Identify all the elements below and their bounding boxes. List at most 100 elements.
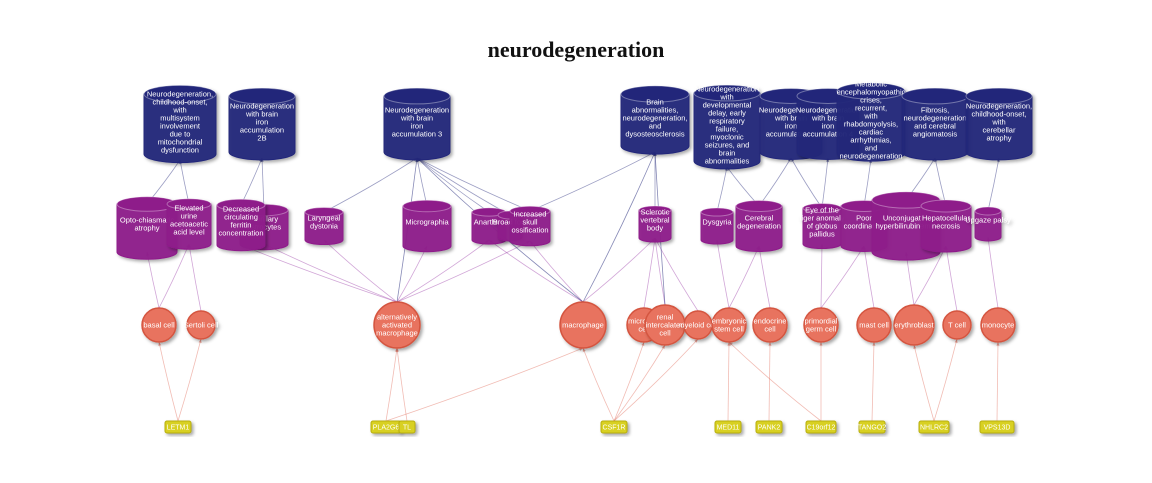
edge-arrow	[661, 345, 665, 349]
cell-node[interactable]: basal cell	[141, 307, 177, 343]
cell-label: basal cell	[143, 321, 175, 330]
phenotype-node[interactable]: Dysgyria	[700, 207, 734, 245]
phenotype-label: Dysgyria	[702, 218, 732, 227]
gene-node[interactable]: TANGO2	[858, 420, 886, 434]
gene-label: VPS13D	[984, 425, 1011, 432]
edge-arrow	[158, 342, 162, 346]
gene-label: NHLRC2	[920, 425, 948, 432]
edge	[385, 347, 398, 422]
graph-title: neurodegeneration	[487, 37, 665, 62]
edge-arrow	[395, 348, 399, 352]
edge	[758, 245, 771, 309]
edge-arrow	[641, 342, 645, 346]
gene-label: PLA2G6	[373, 425, 400, 432]
edge	[716, 166, 728, 213]
gene-node[interactable]: CSF1R	[600, 420, 628, 434]
cell-node[interactable]: macrophage	[559, 301, 607, 349]
cell-label: T cell	[948, 321, 966, 330]
gene-node[interactable]: NHLRC2	[918, 420, 950, 434]
cell-label: macrophage	[562, 321, 604, 330]
edge	[416, 157, 490, 213]
edge	[416, 157, 531, 212]
edge	[913, 344, 935, 422]
edge	[396, 347, 408, 422]
gene-label: MED11	[717, 425, 740, 432]
cell-label: erythroblast	[894, 321, 934, 330]
edge	[529, 151, 656, 212]
edge-arrow	[694, 339, 698, 343]
edge	[996, 341, 999, 422]
cell-node[interactable]: monocyte	[980, 307, 1016, 343]
gene-label: PANK2	[758, 425, 781, 432]
edge	[987, 157, 1000, 212]
edge	[654, 237, 666, 306]
cell-node[interactable]: mast cell	[856, 307, 892, 343]
gene-node[interactable]: TL	[398, 420, 416, 434]
edge	[529, 240, 584, 303]
edge	[790, 157, 823, 209]
cell-node[interactable]: T cell	[942, 310, 972, 340]
edge-layer	[146, 151, 1000, 422]
cell-node[interactable]: myeloid cell	[678, 310, 718, 340]
edge	[582, 151, 656, 303]
gene-node[interactable]: C19orf12	[805, 420, 837, 434]
cell-node[interactable]: erythroblast	[893, 304, 935, 346]
edge-arrow	[768, 342, 772, 346]
edge	[146, 251, 160, 309]
gene-node[interactable]: VPS13D	[979, 420, 1015, 434]
cell-label: monocyte	[982, 321, 1015, 330]
gene-node[interactable]: LETM1	[164, 420, 192, 434]
cell-label: mast cell	[859, 321, 889, 330]
edge	[613, 344, 666, 422]
edge	[396, 239, 490, 303]
edge	[768, 341, 771, 422]
edge	[323, 239, 398, 303]
cell-node[interactable]: Sertoli cell	[184, 310, 219, 340]
edge-arrow	[819, 342, 823, 346]
gene-node[interactable]: MED11	[714, 420, 742, 434]
edge	[871, 341, 875, 422]
edge-arrow	[198, 339, 202, 343]
phenotype-node[interactable]: Upgaze palsy	[965, 206, 1011, 242]
gene-node[interactable]: PLA2G6	[370, 420, 402, 434]
edge	[323, 157, 418, 213]
gene-node[interactable]: PANK2	[755, 420, 783, 434]
phenotype-node[interactable]: Micrographia	[402, 199, 452, 253]
edge	[613, 338, 699, 422]
edge	[582, 347, 615, 422]
edge	[863, 245, 875, 309]
